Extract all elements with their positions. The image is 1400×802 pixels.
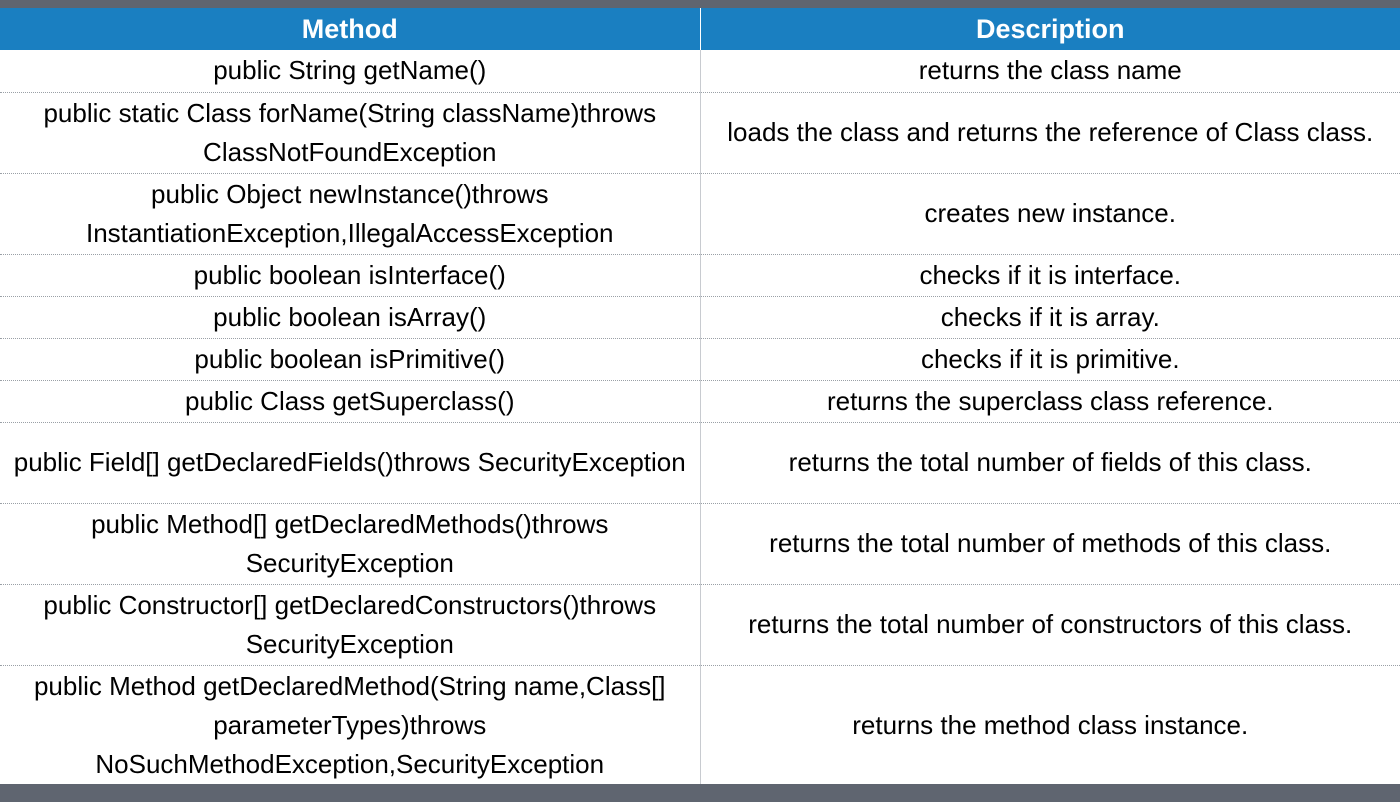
description-cell: loads the class and returns the referenc… — [700, 92, 1400, 174]
header-row: Method Description — [0, 8, 1400, 50]
description-cell: returns the total number of fields of th… — [700, 422, 1400, 504]
table-row: public Object newInstance()throws Instan… — [0, 173, 1400, 255]
method-cell: public static Class forName(String class… — [0, 92, 701, 174]
method-cell: public boolean isInterface() — [0, 254, 701, 297]
table-row: public Constructor[] getDeclaredConstruc… — [0, 584, 1400, 666]
description-cell: returns the superclass class reference. — [700, 380, 1400, 423]
table-body: public String getName() returns the clas… — [0, 50, 1400, 785]
table-row: public boolean isInterface() checks if i… — [0, 254, 1400, 297]
table-header: Method Description — [0, 8, 1400, 50]
table-row: public Method getDeclaredMethod(String n… — [0, 665, 1400, 785]
column-header-description: Description — [700, 8, 1400, 50]
description-cell: returns the method class instance. — [700, 665, 1400, 785]
table-frame: Method Description public String getName… — [0, 8, 1400, 785]
description-cell: checks if it is array. — [700, 296, 1400, 339]
table-row: public Method[] getDeclaredMethods()thro… — [0, 503, 1400, 585]
method-cell: public String getName() — [0, 50, 701, 93]
description-cell: checks if it is interface. — [700, 254, 1400, 297]
method-cell: public boolean isArray() — [0, 296, 701, 339]
description-cell: checks if it is primitive. — [700, 338, 1400, 381]
method-cell: public Field[] getDeclaredFields()throws… — [0, 422, 701, 504]
method-cell: public Method getDeclaredMethod(String n… — [0, 665, 701, 785]
method-cell: public Method[] getDeclaredMethods()thro… — [0, 503, 701, 585]
table-row: public boolean isArray() checks if it is… — [0, 296, 1400, 339]
description-cell: creates new instance. — [700, 173, 1400, 255]
table-row: public Field[] getDeclaredFields()throws… — [0, 422, 1400, 504]
description-cell: returns the total number of methods of t… — [700, 503, 1400, 585]
method-cell: public boolean isPrimitive() — [0, 338, 701, 381]
description-cell: returns the total number of constructors… — [700, 584, 1400, 666]
column-header-method: Method — [0, 8, 701, 50]
table-row: public Class getSuperclass() returns the… — [0, 380, 1400, 423]
method-cell: public Constructor[] getDeclaredConstruc… — [0, 584, 701, 666]
table-row: public boolean isPrimitive() checks if i… — [0, 338, 1400, 381]
table-row: public static Class forName(String class… — [0, 92, 1400, 174]
methods-table: Method Description public String getName… — [0, 8, 1400, 785]
method-cell: public Class getSuperclass() — [0, 380, 701, 423]
method-cell: public Object newInstance()throws Instan… — [0, 173, 701, 255]
description-cell: returns the class name — [700, 50, 1400, 93]
table-row: public String getName() returns the clas… — [0, 50, 1400, 93]
bottom-bar — [0, 784, 1400, 802]
